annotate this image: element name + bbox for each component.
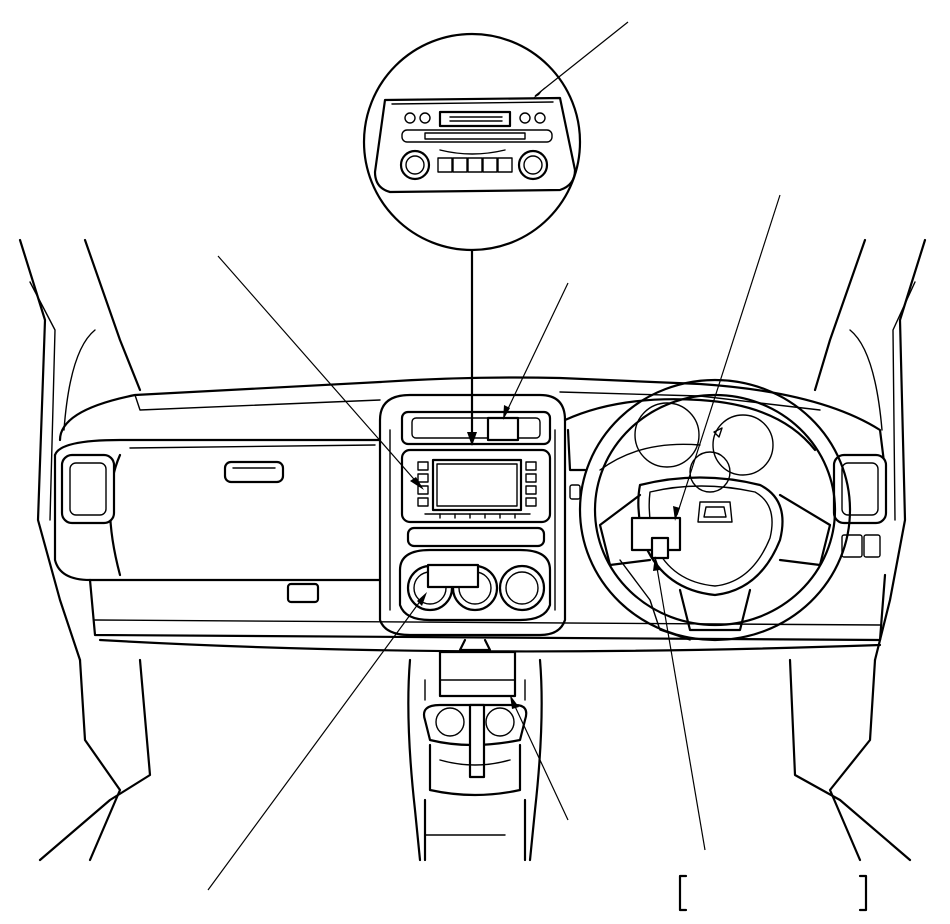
leader-steering-unit [676,194,781,516]
right-vent [832,453,888,558]
arrowhead-climate [417,592,427,606]
leader-console [511,699,569,821]
arrowhead-steering-unit [673,506,680,521]
hazard-slot [406,526,546,548]
left-a-pillar [18,238,142,662]
arrowhead-console [510,695,519,709]
steering-wheel [578,378,852,642]
glove-box [108,444,376,604]
navigation-unit [400,448,552,524]
climate-control-unit [398,548,552,622]
arrowhead-audio [532,87,545,99]
center-stack [378,393,567,637]
leader-lines [207,21,781,891]
left-kick-panel [38,658,152,862]
center-console [407,638,543,862]
right-a-pillar [813,238,927,662]
leader-climate [207,595,425,891]
leader-dash-upper [504,282,569,416]
arrowhead-connector [467,432,477,446]
left-vent [60,453,116,525]
instrument-cluster [563,398,817,500]
arrowhead-connector-unit [653,556,660,571]
arrowhead-navigation [410,477,424,490]
arrowhead-dash-upper [503,405,510,420]
reference-bracket [678,874,868,912]
audio-unit-detail [362,32,582,252]
column-cover [619,559,691,641]
steering-column-unit [630,516,682,560]
right-kick-panel [788,658,912,862]
dash-upper-unit [400,410,552,446]
leader-connector [655,561,706,851]
leader-audio [534,21,629,97]
leader-navigation [217,255,421,487]
